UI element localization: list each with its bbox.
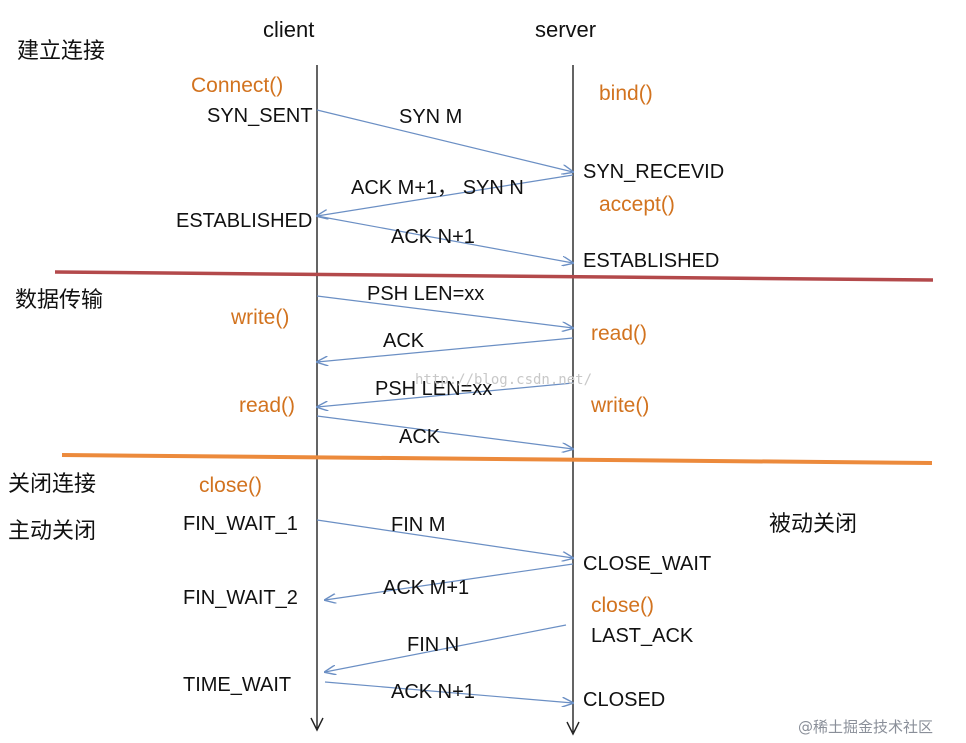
server-close-call: close() [591,594,655,617]
client-state-fin-wait-1: FIN_WAIT_1 [183,513,298,535]
watermark: http://blog.csdn.net/ [415,372,593,388]
msg-fin-n: FIN N [407,634,460,656]
server-accept-call: accept() [599,193,675,216]
msg-syn-m: SYN M [399,106,463,128]
arrow-ack2 [316,415,573,449]
arrow-psh1 [316,295,573,328]
msg-ack-n1: ACK N+1 [391,226,475,248]
divider-transfer-close [61,453,933,465]
arrow-psh2 [317,382,574,407]
arrow-fin-m [316,519,573,558]
msg-psh-2: PSH LEN=xx [375,378,493,400]
msg-psh-1: PSH LEN=xx [367,283,485,305]
client-write-call: write() [231,306,290,329]
msg-ack-syn: ACK M+1， SYN N [351,177,524,199]
server-header: server [535,17,597,42]
section-transfer: 数据传输 [15,288,104,313]
server-state-close-wait: CLOSE_WAIT [583,553,712,575]
msg-ack-2: ACK [399,426,441,448]
server-bind-call: bind() [599,82,653,105]
arrow-ack-m1 [325,563,574,600]
client-read-call: read() [239,394,296,417]
client-lifeline-arrowhead [310,717,324,732]
msg-fin-m: FIN M [391,514,446,536]
arrow-ack-syn [317,174,574,216]
client-state-fin-wait-2: FIN_WAIT_2 [183,587,298,609]
client-state-syn-sent: SYN_SENT [207,105,313,127]
msg-ack-m1: ACK M+1 [383,577,470,599]
client-header: client [263,17,315,42]
client-connect-call: Connect() [191,74,284,97]
arrow-ack-n1 [316,215,573,263]
section-establish: 建立连接 [17,39,106,64]
arrow-ack-n1-close [324,681,573,703]
arrow-fin-n [325,624,567,672]
server-state-last-ack: LAST_ACK [591,625,694,647]
section-active-close: 主动关闭 [8,519,97,544]
section-close: 关闭连接 [8,472,97,497]
client-close-call: close() [199,474,263,497]
client-state-time-wait: TIME_WAIT [183,674,292,696]
server-state-established: ESTABLISHED [583,250,720,272]
server-state-closed: CLOSED [583,689,666,711]
server-read-call: read() [591,322,648,345]
divider-establish-transfer [54,270,934,282]
brand-mark: @稀土掘金技术社区 [798,718,934,736]
arrow-ack1 [317,337,574,362]
msg-ack-n1-close: ACK N+1 [391,681,475,703]
server-state-syn-recevid: SYN_RECEVID [583,161,725,183]
server-lifeline-arrowhead [566,721,580,736]
client-state-established: ESTABLISHED [176,210,313,232]
server-write-call: write() [591,394,650,417]
section-passive-close: 被动关闭 [769,512,858,537]
arrow-syn-m [316,109,573,172]
msg-ack-1: ACK [383,330,425,352]
